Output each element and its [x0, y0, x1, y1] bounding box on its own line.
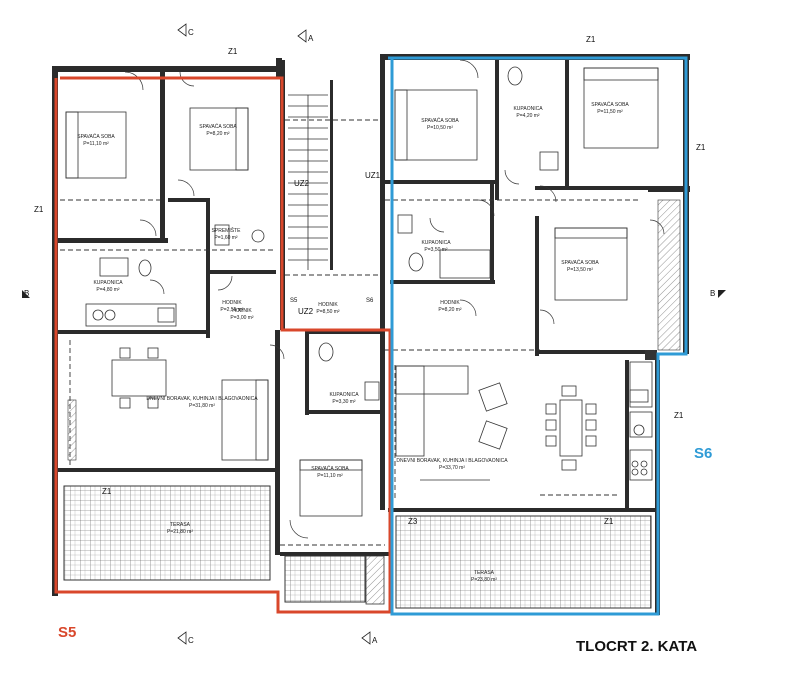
tag-z1-top-left: Z1 [228, 47, 238, 56]
room-name-s5-hall1: HODNIK [222, 300, 242, 306]
section-markers: C A C A B B [22, 23, 726, 645]
s6-terrace-tiles [395, 515, 652, 609]
tag-z3: Z3 [408, 517, 418, 526]
tag-s6-mark: S6 [366, 298, 374, 304]
room-name-s5-bed1: SPAVAĆA SOBA [77, 133, 115, 140]
tag-uz2-lower: UZ2 [298, 307, 314, 316]
room-name-s5-terrace: TERASA [170, 522, 191, 528]
staircase [288, 94, 328, 270]
room-name-s5-hall2: HODNIK [232, 308, 252, 314]
section-c-bottom: C [188, 636, 194, 645]
unit-label-s5: S5 [58, 624, 76, 641]
room-name-s6-hall: HODNIK [440, 300, 460, 306]
tag-uz2-upper: UZ2 [294, 179, 310, 188]
section-b-right: B [710, 289, 715, 298]
unit-label-s6: S6 [694, 445, 712, 462]
room-area-s6-terrace: P=23,80 m² [471, 577, 497, 583]
doors [124, 59, 665, 539]
room-area-s6-bath1: P=4,20 m² [516, 113, 540, 119]
planter-hatch [365, 555, 385, 605]
room-name-s6-bed3: SPAVAĆA SOBA [561, 259, 599, 266]
s5-terrace-tiles [63, 485, 271, 581]
room-name-s5-bath2: KUPAONICA [329, 392, 359, 398]
room-name-s6-terrace: TERASA [474, 570, 495, 576]
room-area-s5-bath: P=4,80 m² [96, 287, 120, 293]
plan-title: TLOCRT 2. KATA [576, 638, 697, 655]
room-area-s5-hall1: P=2,55 m² [220, 307, 244, 313]
tag-z1-left: Z1 [34, 205, 44, 214]
s5-unit-outline[interactable] [54, 76, 392, 614]
room-area-s5-bed2: P=8,20 m² [206, 131, 230, 137]
room-area-stair-hall: P=8,50 m² [316, 309, 340, 315]
tag-uz1: UZ1 [365, 171, 381, 180]
room-area-s5-terrace: P=21,80 m² [167, 529, 193, 535]
room-area-s5-bed3: P=11,10 m² [317, 473, 343, 479]
room-name-s5-bed3: SPAVAĆA SOBA [311, 465, 349, 472]
room-name-s5-living: DNEVNI BORAVAK, KUHINJA I BLAGOVAONICA [146, 396, 258, 402]
detail-lines [60, 119, 640, 546]
section-c-top: C [188, 28, 194, 37]
tag-s5-mark: S5 [290, 298, 298, 304]
tag-z1-kitchen: Z1 [674, 411, 684, 420]
tag-z1-top-right: Z1 [586, 35, 596, 44]
room-area-s5-bed1: P=11,10 m² [83, 141, 109, 147]
room-area-s6-living: P=33,70 m² [439, 465, 465, 471]
room-area-s6-bath2: P=3,50 m² [424, 247, 448, 253]
room-area-s6-hall: P=8,20 m² [438, 307, 462, 313]
room-area-s5-living: P=31,80 m² [189, 403, 215, 409]
room-area-s5-hall2: P=3,00 m² [230, 315, 254, 321]
s6-unit-outline[interactable] [388, 56, 688, 616]
room-area-s6-bed1: P=10,50 m² [427, 125, 453, 131]
room-name-s6-bed2: SPAVAĆA SOBA [591, 101, 629, 108]
section-b-left: B [24, 289, 29, 298]
tag-z1-right: Z1 [696, 143, 706, 152]
tag-z1-s6-terrace: Z1 [604, 517, 614, 526]
window-sections [67, 199, 681, 481]
wall-tags: Z1 Z1 Z1 Z1 Z1 Z1 Z1 Z3 UZ1 UZ2 UZ2 S5 S… [34, 35, 706, 526]
room-area-s5-storage: P=1,60 m² [214, 235, 238, 241]
room-name-stair-hall: HODNIK [318, 302, 338, 308]
section-a-bottom: A [372, 636, 378, 645]
room-area-s6-bed3: P=13,50 m² [567, 267, 593, 273]
section-a-top: A [308, 34, 314, 43]
room-area-s6-bed2: P=11,50 m² [597, 109, 623, 115]
room-name-s5-bed2: SPAVAĆA SOBA [199, 123, 237, 130]
room-name-s6-bath2: KUPAONICA [421, 240, 451, 246]
room-name-s6-bed1: SPAVAĆA SOBA [421, 117, 459, 124]
room-name-s5-bath: KUPAONICA [93, 280, 123, 286]
room-area-s5-bath2: P=3,30 m² [332, 399, 356, 405]
furniture [65, 66, 659, 517]
stair-landing-tiles [284, 555, 366, 603]
room-name-s6-bath1: KUPAONICA [513, 106, 543, 112]
room-name-s6-living: DNEVNI BORAVAK, KUHINJA I BLAGOVAONICA [396, 458, 508, 464]
room-name-s5-storage: SPREMIŠTE [212, 227, 242, 234]
tag-z1-s5-terrace: Z1 [102, 487, 112, 496]
interior-walls [58, 60, 655, 510]
